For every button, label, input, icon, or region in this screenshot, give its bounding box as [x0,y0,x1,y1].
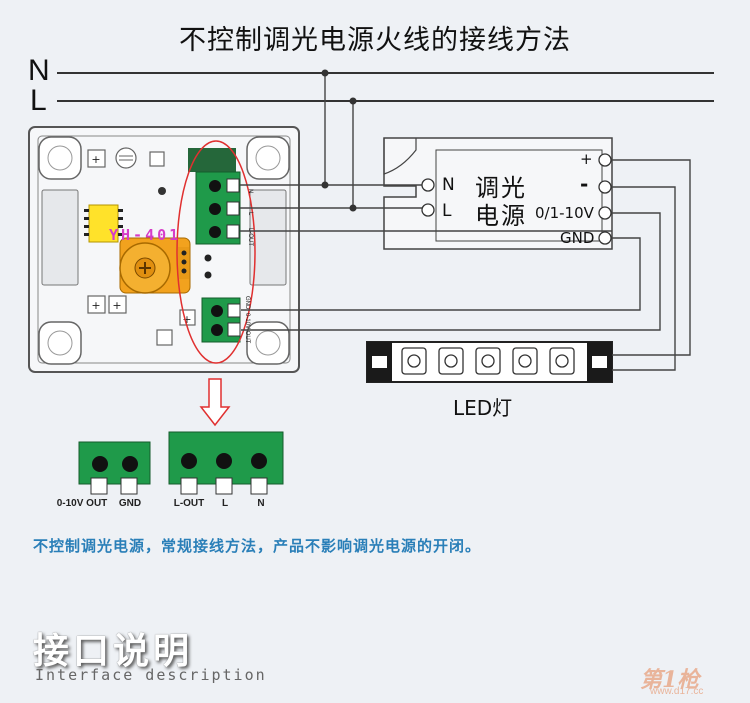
svg-text:+: + [91,299,100,312]
svg-text:+: + [182,313,191,326]
module-bottom-terminal [201,297,241,343]
neutral-line-label: N [28,54,50,87]
watermark-url: www.d17.cc [650,686,704,697]
module-model-label: YH-401 [109,226,181,244]
driver-name-line2: 电源 [475,202,527,230]
led-label: LED灯 [453,396,513,420]
module-terminal-n: N [247,189,253,193]
connector-label-0-10v-out: 0-10V OUT [57,498,108,509]
driver-name-line1: 调光 [475,174,527,202]
dimmer-module: + + + + [28,126,300,373]
driver-terminals [421,153,612,245]
svg-text:+: + [91,153,100,166]
section-subtitle: Interface description [35,666,267,684]
wiring-note: 不控制调光电源，常规接线方法，产品不影响调光电源的开闭。 [33,537,482,555]
connector-label-lout: L-OUT [174,498,205,509]
junction-dots [321,69,357,212]
led-strip [366,341,613,383]
watermark-logo: 第1枪 [640,667,700,693]
connector-label-l: L [222,498,228,509]
wires [240,73,691,371]
down-arrow [199,378,231,427]
highlight-ring [176,140,256,364]
driver-input-l: L [442,201,452,221]
driver-output-gnd: GND [560,229,595,247]
driver-output-plus: + [580,150,593,168]
diagram-title: 不控制调光电源火线的接线方法 [179,25,571,56]
connector-label-gnd: GND [119,498,141,509]
enlarged-connector-signal [78,441,151,495]
dimmer-knob [119,237,191,294]
driver-output-minus: - [580,172,589,196]
chip [88,204,119,243]
driver-output-signal: 0/1-10V [535,204,594,222]
enlarged-connector-power [168,431,284,495]
driver-input-n: N [442,175,455,195]
module-top-terminal [188,148,241,245]
svg-text:+: + [112,299,121,312]
dimming-driver [383,137,613,250]
module-terminal-lout: L-OUT [247,228,253,246]
module-terminal-gnd: GND [244,296,250,310]
module-terminal-010v: 0-10V OUT [244,313,250,344]
connector-label-n: N [257,498,264,509]
live-line-label: L [30,84,47,117]
section-title: 接口说明 [33,631,194,672]
module-terminal-l: L [247,212,253,216]
